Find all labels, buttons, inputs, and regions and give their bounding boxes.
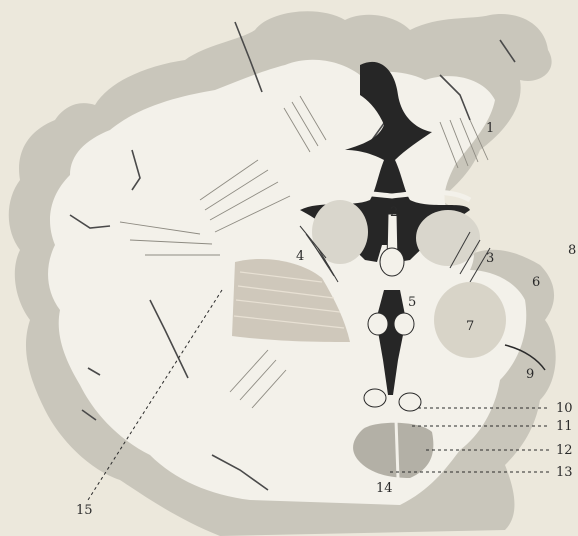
mammillary-body bbox=[364, 389, 386, 407]
label-15: 15 bbox=[76, 503, 93, 518]
label-2: 2 bbox=[390, 205, 398, 220]
label-7: 7 bbox=[466, 319, 474, 334]
label-5: 5 bbox=[408, 295, 416, 310]
label-4: 4 bbox=[296, 249, 304, 264]
caudate-nucleus-right bbox=[416, 210, 480, 266]
mammillary-body-right bbox=[399, 393, 421, 411]
label-14: 14 bbox=[376, 481, 393, 496]
label-8: 8 bbox=[568, 243, 576, 258]
label-10: 10 bbox=[556, 401, 573, 416]
label-13: 13 bbox=[556, 465, 573, 480]
label-9: 9 bbox=[526, 367, 534, 382]
pons-midline bbox=[396, 420, 398, 478]
label-12: 12 bbox=[556, 443, 573, 458]
label-3: 3 bbox=[486, 251, 494, 266]
label-11: 11 bbox=[556, 419, 573, 434]
label-1: 1 bbox=[486, 121, 494, 136]
label-6: 6 bbox=[532, 275, 540, 290]
